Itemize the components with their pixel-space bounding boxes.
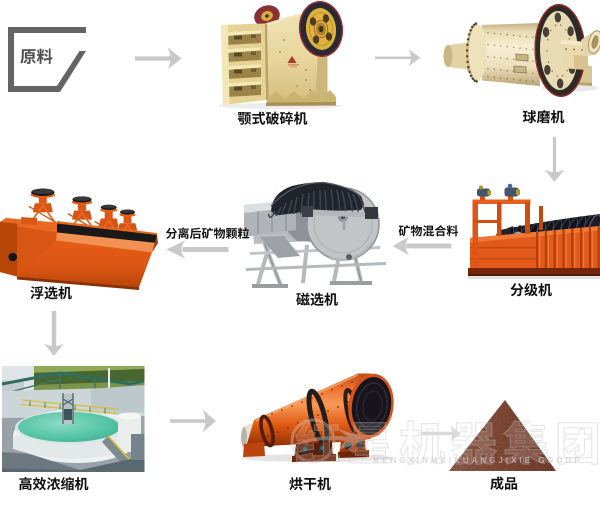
- svg-text:KENGXINMEIKUANGJIXIE GROUP: KENGXINMEIKUANGJIXIE GROUP: [373, 456, 582, 465]
